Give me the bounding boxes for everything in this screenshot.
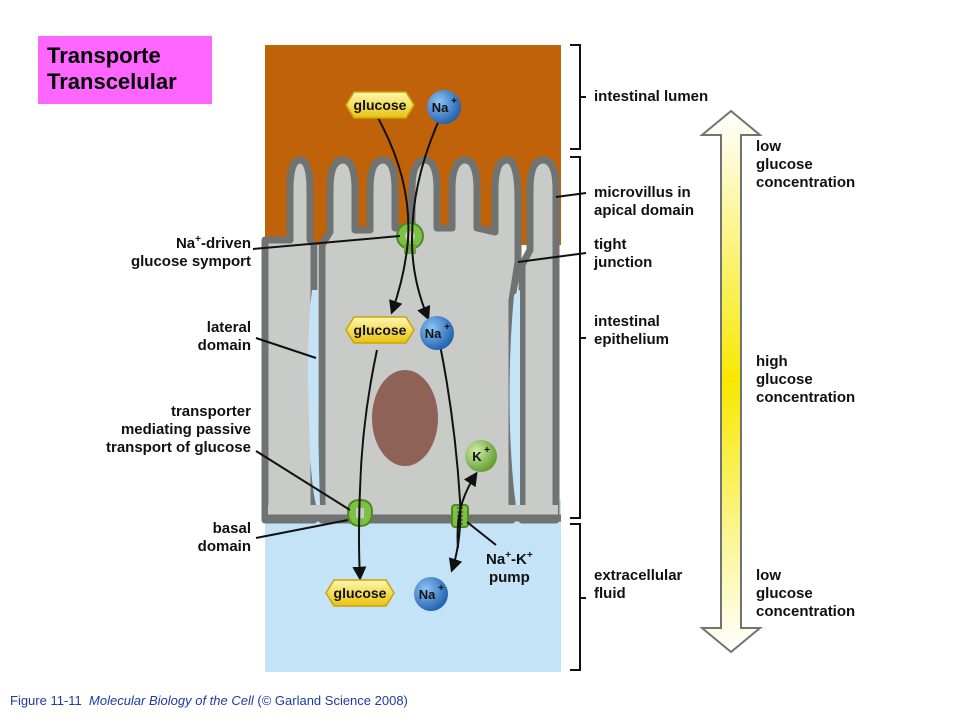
label-basal-domain: basal domain — [198, 520, 251, 556]
gradient-top-line1: low — [756, 138, 781, 155]
label-intestinal-epithelium: intestinal epithelium — [594, 313, 669, 349]
label-lateral-domain: lateral domain — [198, 319, 251, 355]
potassium-entry-arrow — [456, 471, 478, 549]
sodium-charge-lumen: + — [451, 96, 457, 107]
bracket-fluid — [570, 523, 586, 671]
gradient-mid-line2: glucose — [756, 371, 813, 388]
label-microvillus-line1: microvillus in — [594, 184, 691, 201]
label-passive-transporter: transporter mediating passive transport … — [106, 403, 251, 457]
glucose-molecule-lumen: glucose — [345, 91, 415, 119]
label-low-glucose-bottom: low glucose concentration — [756, 567, 855, 621]
glucose-entry-arrow — [377, 117, 410, 315]
label-fluid-line1: extracellular — [594, 567, 683, 584]
gradient-bot-line1: low — [756, 567, 781, 584]
potassium-label: K — [472, 449, 482, 464]
label-pump-na: Na — [486, 551, 506, 568]
glucose-molecule-fluid: glucose — [325, 579, 395, 607]
gradient-bot-line3: concentration — [756, 603, 856, 620]
sodium-charge-cell: + — [444, 322, 450, 333]
leader-lateral — [255, 337, 317, 359]
slide-title: Transporte Transcelular — [38, 36, 212, 104]
label-passive-line3: transport of glucose — [105, 439, 251, 456]
label-lumen-text: intestinal lumen — [594, 88, 709, 105]
lateral-space-right — [509, 290, 520, 505]
label-microvillus: microvillus in apical domain — [594, 184, 694, 220]
sodium-ion-cell: Na + — [420, 316, 454, 350]
glucose-label-fluid: glucose — [334, 585, 387, 601]
label-high-glucose: high glucose concentration — [756, 353, 855, 407]
cell-fill-bottom — [268, 505, 558, 517]
bracket-epithelium — [570, 156, 586, 519]
label-fluid-line2: fluid — [594, 585, 626, 602]
nucleus — [372, 370, 438, 466]
label-basal-line2: domain — [197, 538, 251, 555]
label-na-k-pump: Na+-K+ pump — [486, 547, 533, 587]
label-extracellular-fluid: extracellular fluid — [594, 567, 682, 603]
label-epithelium-line1: intestinal — [594, 313, 660, 330]
sodium-label-fluid: Na — [419, 587, 436, 602]
sodium-label-cell: Na — [425, 326, 442, 341]
caption-credit: (© Garland Science 2008) — [257, 693, 408, 708]
label-na-driven-sup: + — [195, 234, 201, 245]
label-pump-line2: pump — [488, 569, 530, 586]
label-tight-junction: tight junction — [594, 236, 652, 272]
label-na-driven-na: Na — [175, 235, 196, 252]
extracellular-fluid-region — [265, 500, 561, 672]
slide-title-line2: Transcelular — [47, 69, 177, 94]
potassium-charge: + — [484, 445, 490, 456]
bracket-lumen — [570, 44, 586, 150]
caption-book: Molecular Biology of the Cell — [89, 693, 254, 708]
label-microvillus-line2: apical domain — [594, 202, 695, 219]
concentration-gradient-arrow — [699, 109, 763, 654]
leader-symport — [252, 235, 401, 250]
label-basal-line1: basal — [212, 520, 251, 537]
leader-pump — [466, 521, 497, 546]
lateral-space-left — [308, 290, 320, 505]
glucose-molecule-cell: glucose — [345, 316, 415, 344]
sodium-label-lumen: Na — [432, 100, 449, 115]
label-lateral-line1: lateral — [206, 319, 251, 336]
caption-figure: Figure 11-11 — [10, 693, 82, 708]
slide-title-line1: Transporte — [47, 43, 161, 68]
epithelial-cell-center — [318, 156, 522, 524]
label-tight-line2: junction — [594, 254, 653, 271]
gradient-bot-line2: glucose — [756, 585, 813, 602]
leader-basal — [255, 519, 349, 539]
gradient-mid-line1: high — [756, 353, 788, 370]
label-tight-line1: tight — [594, 236, 627, 253]
glucose-exit-arrow — [352, 349, 378, 581]
gradient-top-line3: concentration — [756, 174, 856, 191]
label-na-driven-rest: -driven — [200, 235, 251, 252]
leader-passive — [255, 450, 351, 511]
label-passive-line2: mediating passive — [120, 421, 251, 438]
label-na-driven-line2: glucose symport — [130, 253, 251, 270]
leader-tight-junction — [517, 252, 587, 263]
sodium-ion-fluid: Na + — [414, 577, 448, 611]
label-low-glucose-top: low glucose concentration — [756, 138, 855, 192]
glucose-label-cell: glucose — [354, 322, 407, 338]
label-passive-line1: transporter — [170, 403, 251, 420]
label-pump-k: -K — [511, 551, 527, 568]
label-pump-na-sup: + — [505, 550, 512, 561]
sodium-charge-fluid: + — [438, 583, 444, 594]
gradient-mid-line3: concentration — [756, 389, 856, 406]
label-pump-k-sup: + — [526, 550, 533, 561]
label-intestinal-lumen: intestinal lumen — [594, 88, 708, 106]
label-epithelium-line2: epithelium — [594, 331, 670, 348]
label-na-driven-symport: Na+-driven glucose symport — [131, 231, 251, 271]
epithelial-cell-right — [518, 156, 560, 524]
label-lateral-line2: domain — [197, 337, 251, 354]
sodium-ion-lumen: Na + — [427, 90, 461, 124]
sodium-entry-arrow — [410, 117, 441, 321]
gradient-top-line2: glucose — [756, 156, 813, 173]
glucose-label-lumen: glucose — [354, 97, 407, 113]
figure-caption: Figure 11-11 Molecular Biology of the Ce… — [10, 693, 408, 708]
epithelial-cell-left — [261, 156, 318, 524]
potassium-ion: K + — [465, 440, 497, 472]
